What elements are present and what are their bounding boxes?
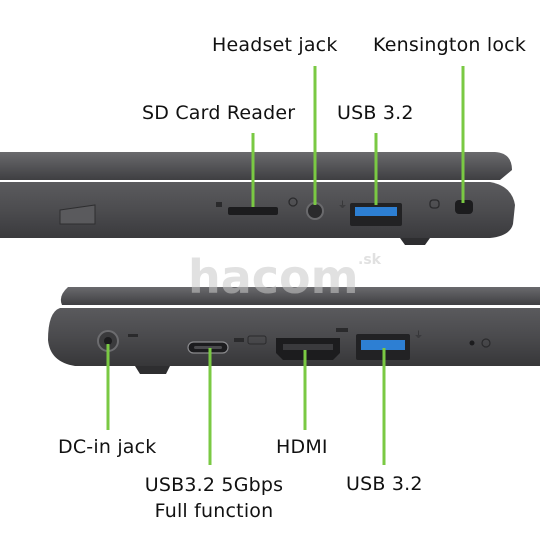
watermark-tld: .sk: [358, 252, 381, 268]
laptop-right-side: ⏚: [0, 152, 515, 245]
lock-icon: [429, 199, 440, 209]
watermark-brand: hacom: [188, 250, 359, 304]
label-usb-bottom: USB 3.2: [346, 473, 423, 495]
base-edge-bottom: [48, 308, 540, 366]
headset-jack-port: [306, 202, 324, 220]
rubber-foot: [59, 204, 96, 225]
leader-lines: [106, 66, 465, 465]
laptop-left-side: ⏚: [48, 287, 540, 374]
label-sd-card-reader: SD Card Reader: [142, 102, 296, 124]
usb-c-ss-icon: [247, 335, 267, 345]
power-led: [469, 340, 475, 346]
lid-edge: [0, 152, 512, 180]
headset-icon: [288, 197, 298, 207]
lid-edge-bottom: [60, 287, 540, 305]
power-icon: [481, 338, 491, 348]
foot-bottom: [135, 366, 170, 374]
usb-a-tongue-bottom: [361, 340, 405, 350]
kensington-slot: [455, 200, 473, 214]
label-hdmi: HDMI: [276, 436, 328, 458]
label-usb-c: USB3.2 5Gbps Full function: [145, 472, 284, 524]
label-dc-in-jack: DC-in jack: [58, 436, 157, 458]
label-kensington-lock: Kensington lock: [373, 34, 527, 56]
usb-symbol-icon-bottom: ⏚: [414, 330, 423, 341]
dc-icon: [128, 334, 138, 337]
hdmi-icon: [336, 328, 348, 332]
dc-in-pin: [104, 337, 112, 345]
label-usb-c-line1: USB3.2 5Gbps: [144, 474, 284, 496]
usb-c-tongue: [194, 346, 222, 349]
label-headset-jack: Headset jack: [212, 34, 338, 56]
sd-card-slot: [228, 207, 278, 215]
usb-symbol-icon: ⏚: [338, 200, 347, 211]
sd-card-icon: [216, 202, 222, 207]
usb-c-dc-icon: [234, 338, 244, 342]
hinge-foot: [400, 238, 430, 245]
hdmi-tongue: [283, 344, 333, 350]
label-usb-top: USB 3.2: [337, 102, 414, 124]
label-usb-c-line2: Full function: [154, 500, 274, 522]
usb-a-tongue-top: [355, 207, 397, 216]
